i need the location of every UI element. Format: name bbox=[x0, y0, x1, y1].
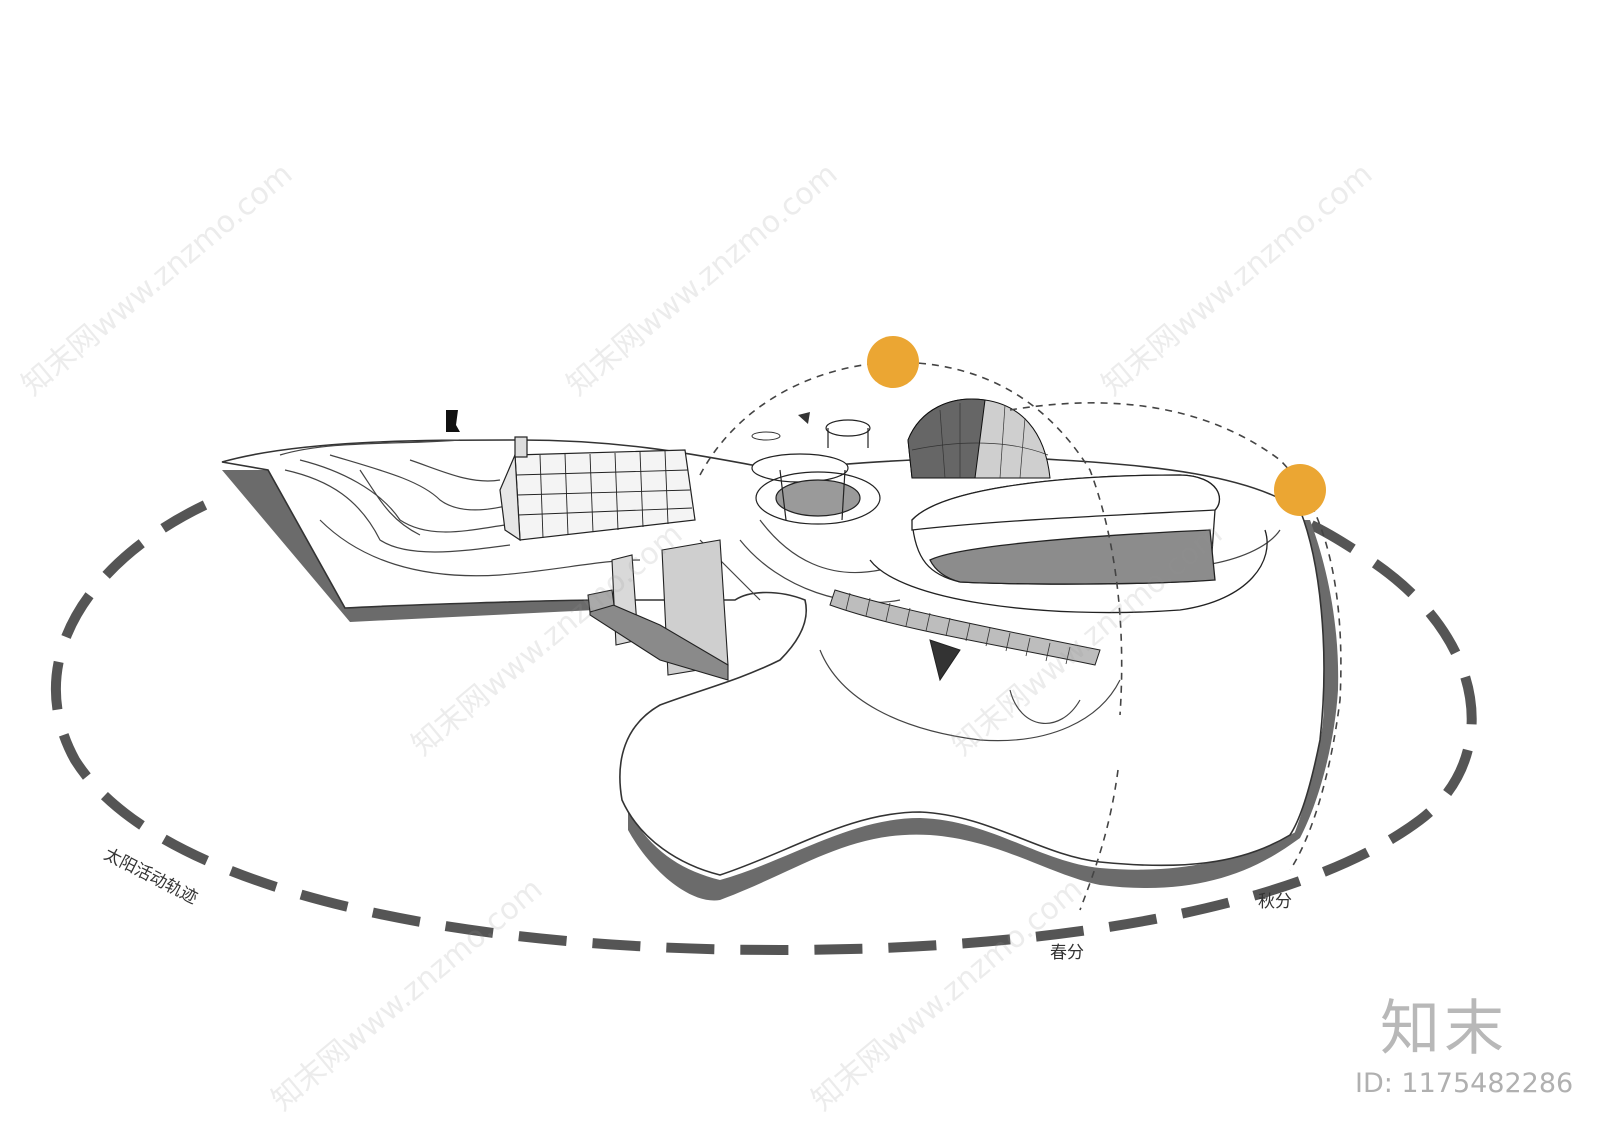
autumn-equinox-label: 秋分 bbox=[1258, 892, 1292, 912]
sun-arc-autumn bbox=[1009, 402, 1342, 871]
sun-summer-icon bbox=[867, 336, 919, 388]
sun-autumn-icon bbox=[1274, 464, 1326, 516]
glass-greenhouse bbox=[499, 436, 696, 542]
vertical-towers bbox=[587, 539, 729, 681]
small-roof-marker bbox=[798, 412, 810, 424]
site-landform-shadow bbox=[628, 810, 1300, 901]
small-canopy bbox=[751, 431, 781, 441]
site-right-edge-shadow bbox=[1290, 520, 1339, 845]
site-platform-left-shadow bbox=[222, 470, 600, 622]
elliptical-hall bbox=[869, 474, 1268, 614]
curved-pergola bbox=[829, 589, 1101, 682]
sun-arc-spring bbox=[1079, 769, 1119, 911]
sculpture-figure bbox=[446, 410, 460, 432]
image-id-label: ID: 1175482286 bbox=[1355, 1068, 1574, 1099]
spring-equinox-label: 春分 bbox=[1050, 943, 1084, 963]
sun-trajectory-orbit bbox=[50, 500, 1477, 956]
landscape-contours bbox=[279, 439, 641, 577]
round-pavilion bbox=[751, 419, 881, 525]
brand-logo: 知末 bbox=[1380, 994, 1508, 1064]
sun-arc-summer bbox=[699, 361, 1123, 716]
lattice-dome bbox=[907, 398, 1051, 479]
